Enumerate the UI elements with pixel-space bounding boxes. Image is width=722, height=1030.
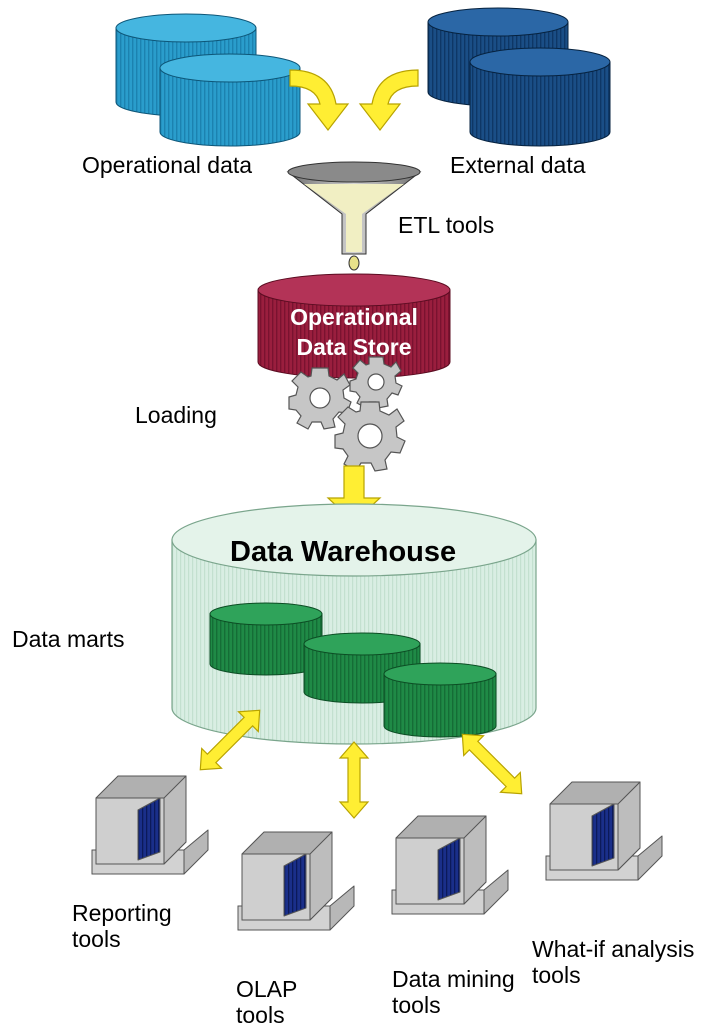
reporting-tools-label: Reporting tools bbox=[72, 900, 172, 952]
data-mart-cylinders bbox=[209, 602, 497, 738]
arrow-from-operational bbox=[289, 69, 350, 131]
olap-tools-label: OLAP tools bbox=[236, 976, 297, 1028]
operational-data-cylinders bbox=[115, 13, 301, 147]
loading-gears-icon bbox=[288, 356, 406, 472]
data-warehouse-label: Data Warehouse bbox=[230, 536, 457, 568]
etl-input-arrows bbox=[289, 69, 419, 131]
whatif-tools-label: What-if analysis tools bbox=[532, 936, 695, 988]
arrow-from-external bbox=[358, 69, 419, 131]
data-mart-3 bbox=[383, 662, 497, 738]
ods-label-line1: Operational bbox=[290, 304, 418, 330]
loading-label: Loading bbox=[135, 402, 217, 428]
computer-olap-icon bbox=[237, 831, 355, 931]
data-mart-1 bbox=[209, 602, 323, 676]
computer-data-mining-icon bbox=[391, 815, 509, 915]
arrow-whatif bbox=[461, 733, 523, 795]
external-data-label: External data bbox=[450, 152, 586, 178]
ods-label-line2: Data Store bbox=[296, 334, 412, 360]
computer-whatif-icon bbox=[545, 781, 663, 881]
computer-reporting-icon bbox=[91, 775, 209, 875]
external-data-cylinders bbox=[427, 7, 611, 147]
operational-data-label: Operational data bbox=[82, 152, 253, 178]
data-marts-label: Data marts bbox=[12, 626, 125, 652]
arrow-data-mining bbox=[338, 741, 370, 819]
tool-arrows bbox=[199, 709, 523, 819]
operational-data-store-cylinder bbox=[257, 273, 451, 379]
arrow-reporting bbox=[199, 709, 261, 771]
operational-data-cylinder-front bbox=[159, 53, 301, 147]
data-mining-tools-label: Data mining tools bbox=[392, 966, 515, 1018]
etl-tools-label: ETL tools bbox=[398, 212, 495, 238]
external-data-cylinder-front bbox=[469, 47, 611, 147]
